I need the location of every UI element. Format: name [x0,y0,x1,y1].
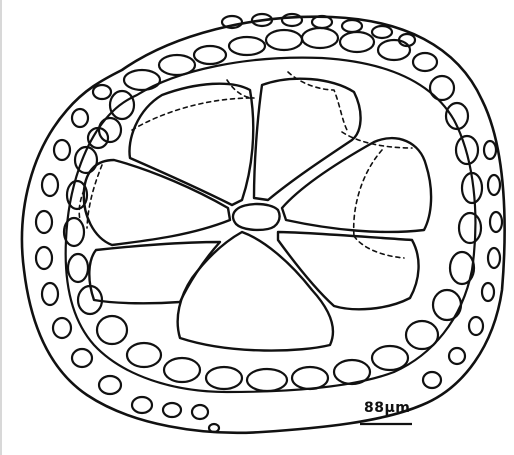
scale-bar-label: 88µm [364,400,410,416]
